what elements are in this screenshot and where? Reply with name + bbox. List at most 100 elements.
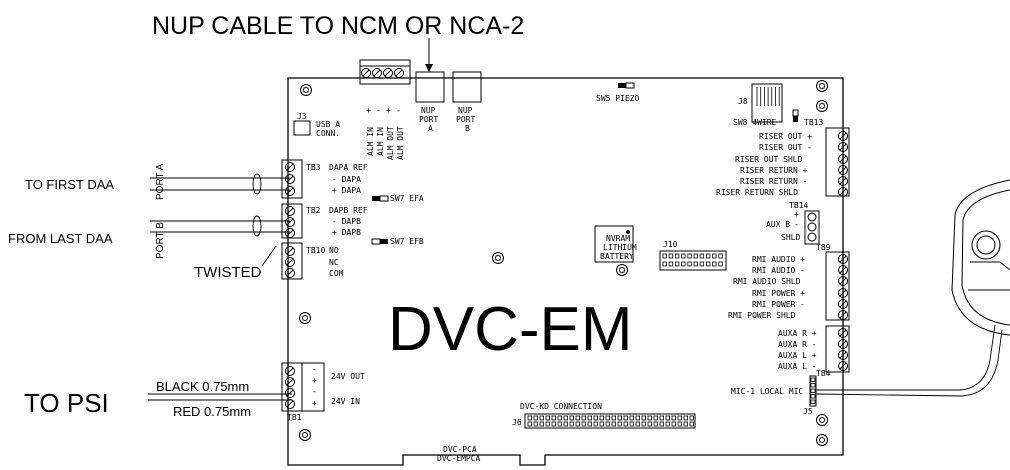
microphone-illustration [815, 179, 1010, 397]
tb3-pin-label: DAPA REF [329, 163, 368, 172]
tb4-label: TB4 [816, 369, 831, 378]
header-pin [659, 415, 664, 421]
tb14-label: TB14 [789, 201, 808, 210]
tb14-pin-label: SHLD [781, 233, 800, 242]
terminal-screw [838, 339, 848, 349]
nvram-label: NVRAM [606, 234, 630, 243]
mounting-hole-inner [619, 267, 625, 273]
header-pin [689, 421, 694, 427]
board-outline [287, 77, 844, 466]
tb10-pin-label: NO [329, 246, 339, 255]
black-wire-label: BLACK 0.75mm [156, 379, 249, 394]
header-pin [699, 261, 705, 267]
terminal-screw-slot [839, 188, 847, 196]
port-b-label: PORT B [155, 222, 166, 259]
header-pin [629, 415, 634, 421]
header-pin [677, 421, 682, 427]
terminal-screw [838, 350, 848, 360]
terminal-screw [285, 366, 295, 376]
tb13-pin-label: RISER RETURN SHLD [716, 188, 798, 197]
tb9-pin-label: RMI AUDIO SHLD [733, 277, 801, 286]
header-pin [810, 394, 816, 399]
header-pin [706, 253, 711, 259]
terminal-screw [285, 186, 295, 196]
header-pin [683, 415, 688, 421]
tb14-pin-label: - [794, 220, 799, 229]
terminal-screw [394, 68, 404, 78]
tb3-body [281, 159, 303, 199]
nvram-chip [594, 225, 634, 263]
header-pin [551, 415, 556, 421]
terminal-screw-slot [839, 166, 847, 174]
sw7-efb-switch: SW7 EFB [371, 237, 424, 246]
tb14-pin [807, 222, 817, 232]
header-pin [557, 421, 562, 427]
nup-port-a-label: PORT [419, 115, 438, 124]
header-pin [712, 261, 717, 267]
tb4-pin-label: AUXA R - [778, 340, 817, 349]
usb-port [293, 120, 311, 136]
nvram-pin1-dot [626, 230, 630, 234]
alarm-sign: - [376, 106, 381, 115]
mic-grille [971, 230, 1001, 260]
header-pin [693, 261, 698, 267]
terminal-screw [838, 328, 848, 338]
terminal-screw [285, 257, 295, 267]
terminal-screw [285, 399, 295, 409]
header-pin [718, 253, 723, 259]
header-pin [617, 421, 622, 427]
tb1-sign: - [312, 365, 317, 374]
nup-port-b-label: PORT [456, 115, 475, 124]
mounting-hole-inner [819, 83, 825, 89]
twist-marker [252, 173, 262, 195]
terminal-screw-slot [839, 132, 847, 140]
j10-body [659, 250, 727, 271]
header-pin [810, 388, 816, 393]
header-pin [671, 421, 676, 427]
tb10-terminal: TB10 NO NC COM [281, 242, 344, 280]
tb13-pin-label: RISER RETURN - [740, 177, 807, 186]
terminal-screw-slot [286, 400, 294, 408]
nup-port-a-label: A [428, 124, 433, 133]
alarm-sign: + [366, 106, 371, 115]
alarm-pin-label: ALM IN [376, 127, 385, 156]
twisted-leader-line [261, 245, 277, 267]
tb14-pin [807, 232, 817, 242]
usb-connector: J3 USB A CONN. [293, 112, 340, 138]
terminal-screw-slot [286, 175, 294, 183]
header-pin [671, 415, 676, 421]
mounting-hole-inner [302, 315, 308, 321]
header-pin [675, 253, 680, 259]
mounting-hole-inner [302, 432, 308, 438]
header-pin [647, 415, 652, 421]
header-pin [687, 261, 692, 267]
header-pin [599, 415, 604, 421]
mounting-hole-inner [819, 437, 825, 443]
terminal-screw [838, 131, 848, 141]
terminal-screw [838, 165, 848, 175]
terminal-screw-slot [286, 247, 294, 255]
terminal-screw [838, 276, 848, 286]
header-pin [545, 421, 550, 427]
j8-jack: J8 [738, 83, 783, 123]
j5-body [809, 375, 817, 407]
header-pin [623, 415, 628, 421]
sw8-label: SW8 4WIRE [733, 118, 777, 127]
terminal-screw-slot [373, 69, 381, 77]
nup-port-b-jack [452, 71, 482, 103]
tb1-housing [301, 362, 325, 412]
alarm-pin-label: ALM IN [366, 127, 375, 156]
header-pin [653, 415, 658, 421]
j6-pins [527, 415, 694, 427]
terminal-screw [838, 361, 848, 371]
header-pin [810, 377, 816, 382]
header-pin [635, 421, 640, 427]
mounting-hole-inner [303, 87, 309, 93]
tb1-sign: + [312, 376, 317, 385]
terminal-screw [372, 68, 382, 78]
terminal-screw [838, 288, 848, 298]
tb13-label: TB13 [804, 118, 823, 127]
terminal-screw-slot [286, 218, 294, 226]
terminal-screw-slot [839, 300, 847, 308]
to-first-daa-label: TO FIRST DAA [25, 177, 114, 192]
